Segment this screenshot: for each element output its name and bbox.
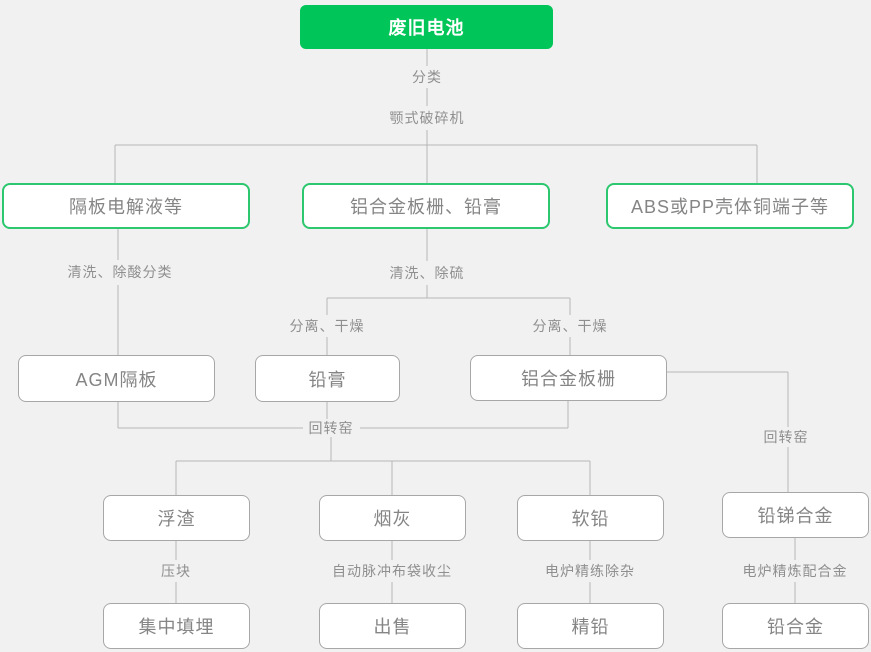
edge-label-separate-dry-right: 分离、干燥 [532,318,608,334]
node-abs-pp-shell: ABS或PP壳体铜端子等 [606,183,854,229]
node-agm-separator: AGM隔板 [18,355,215,402]
node-lead-alloy: 铅合金 [722,603,869,649]
node-waste-battery: 废旧电池 [300,5,553,49]
node-separator-electrolyte: 隔板电解液等 [2,183,250,229]
node-landfill: 集中填埋 [103,603,250,649]
edge-label-press-block: 压块 [161,563,191,579]
node-al-alloy-grid: 铝合金板栅 [470,355,667,401]
edge-label-separate-dry-left: 分离、干燥 [289,318,365,334]
node-pb-sb-alloy: 铅锑合金 [722,492,869,538]
node-soft-lead: 软铅 [517,495,664,541]
node-scum: 浮渣 [103,495,250,541]
edge-label-auto-pulse-bag-dust: 自动脉冲布袋收尘 [332,563,452,579]
edge-label-wash-desulfur: 清洗、除硫 [389,265,465,281]
node-soot: 烟灰 [319,495,466,541]
edge-label-classify: 分类 [412,69,442,85]
edge-label-wash-deacid-sort: 清洗、除酸分类 [67,264,173,280]
edge-label-rotary-kiln-right: 回转窑 [763,429,809,445]
node-grid-and-paste: 铝合金板栅、铅膏 [302,183,550,229]
edge-label-furnace-refine-alloying: 电炉精炼配合金 [742,563,848,579]
edge-label-rotary-kiln-center: 回转窑 [308,420,354,436]
edge-label-jaw-crusher: 颚式破碎机 [389,110,465,126]
edge-label-furnace-refine-impurity: 电炉精练除杂 [545,563,635,579]
node-lead-paste: 铅膏 [255,355,400,402]
node-sell: 出售 [319,603,466,649]
node-refined-lead: 精铅 [517,603,664,649]
